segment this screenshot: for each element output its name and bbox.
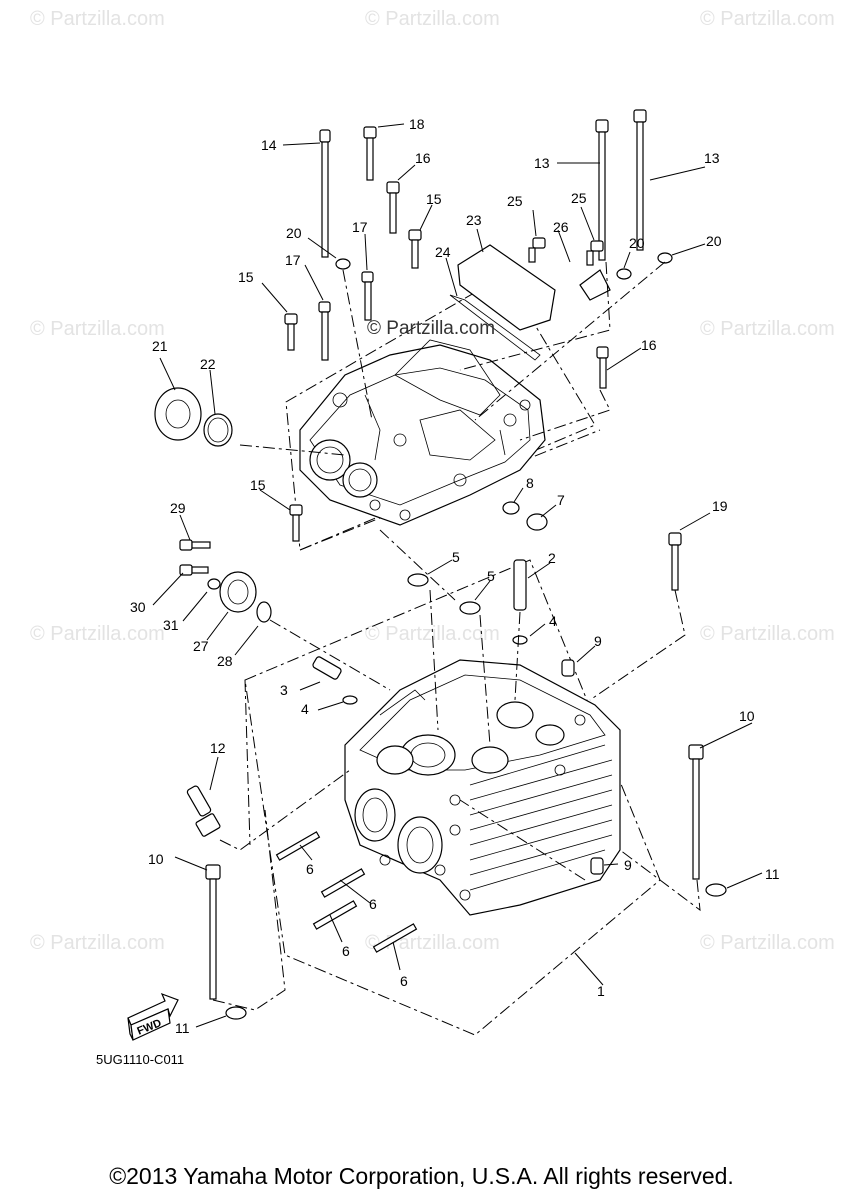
leader-lines [152, 123, 763, 1028]
callout-20-left: 20 [286, 225, 302, 241]
callout-15-left: 15 [238, 269, 254, 285]
callout-29: 29 [170, 500, 186, 516]
callout-4-right: 4 [549, 613, 557, 629]
callout-11-left: 11 [175, 1020, 190, 1036]
callout-31: 31 [163, 617, 179, 633]
callout-5-left: 5 [452, 549, 460, 565]
callout-8: 8 [526, 475, 534, 491]
callout-6-b: 6 [369, 896, 377, 912]
copyright-notice: ©2013 Yamaha Motor Corporation, U.S.A. A… [109, 1163, 734, 1189]
callout-1: 1 [597, 983, 605, 999]
watermark-mid-left: © Partzilla.com [30, 318, 165, 340]
cylinder-head-cover [299, 339, 546, 526]
callout-10-right: 10 [739, 708, 755, 724]
drawing-code: 5UG1110-C011 [96, 1052, 185, 1067]
callout-11-right: 11 [765, 866, 780, 882]
fasteners [154, 109, 727, 1020]
callout-15-bottom: 15 [250, 477, 266, 493]
callout-17-left: 17 [285, 252, 301, 268]
callout-15-top: 15 [426, 191, 442, 207]
callout-16-right: 16 [641, 337, 657, 353]
callout-22: 22 [200, 356, 216, 372]
callout-25-right: 25 [571, 190, 587, 206]
watermark-top-center: © Partzilla.com [365, 8, 500, 30]
callout-2: 2 [548, 550, 556, 566]
callout-16-top: 16 [415, 150, 431, 166]
callout-6-c: 6 [342, 943, 350, 959]
callout-17-top: 17 [352, 219, 368, 235]
callout-labels: 1 2 3 4 4 5 5 6 6 6 6 7 8 9 9 10 10 11 1… [130, 116, 780, 1036]
watermark-bottom-right: © Partzilla.com [700, 932, 835, 954]
callout-6-a: 6 [306, 861, 314, 877]
callout-9-bottom: 9 [624, 857, 632, 873]
watermark-lower-right: © Partzilla.com [700, 623, 835, 645]
callout-20-mid: 20 [629, 235, 645, 251]
watermark-bottom-left: © Partzilla.com [30, 932, 165, 954]
callout-26: 26 [553, 219, 569, 235]
callout-6-d: 6 [400, 973, 408, 989]
callout-13-right: 13 [704, 150, 720, 166]
callout-20-right: 20 [706, 233, 722, 249]
cylinder-head [344, 659, 621, 916]
callout-7: 7 [557, 492, 565, 508]
callout-23: 23 [466, 212, 482, 228]
callout-28: 28 [217, 653, 233, 669]
callout-12: 12 [210, 740, 226, 756]
callout-14: 14 [261, 137, 277, 153]
callout-30: 30 [130, 599, 146, 615]
watermark-top-right: © Partzilla.com [700, 8, 835, 30]
watermark-mid-right: © Partzilla.com [700, 318, 835, 340]
watermark-top-left: © Partzilla.com [30, 8, 165, 30]
watermark-lower-center: © Partzilla.com [365, 623, 500, 645]
callout-9-top: 9 [594, 633, 602, 649]
callout-24: 24 [435, 244, 451, 260]
callout-5-right: 5 [487, 568, 495, 584]
callout-21: 21 [152, 338, 168, 354]
center-watermark: © Partzilla.com [367, 318, 496, 339]
callout-13-left: 13 [534, 155, 550, 171]
callout-18: 18 [409, 116, 425, 132]
callout-19: 19 [712, 498, 728, 514]
callout-25-left: 25 [507, 193, 523, 209]
callout-4-left: 4 [301, 701, 309, 717]
callout-10-left: 10 [148, 851, 164, 867]
watermark-lower-left: © Partzilla.com [30, 623, 165, 645]
callout-3: 3 [280, 682, 288, 698]
callout-27: 27 [193, 638, 209, 654]
fwd-arrow: FWD [127, 992, 179, 1041]
